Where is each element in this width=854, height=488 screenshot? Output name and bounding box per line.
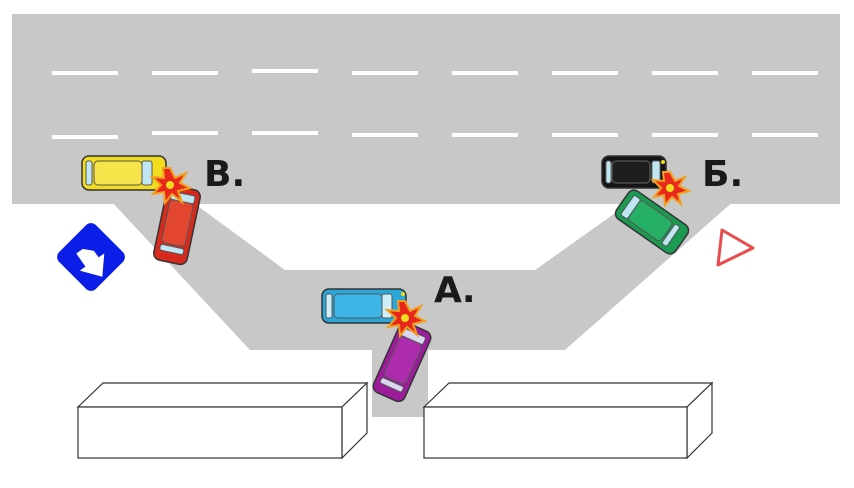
car-purple — [372, 321, 432, 403]
car-green — [614, 189, 690, 255]
crash-icon — [149, 167, 193, 206]
lane-markings — [52, 69, 818, 139]
label-b: Б. — [702, 154, 743, 195]
keep-right-sign-icon — [57, 223, 125, 291]
give-way-triangle-icon — [716, 228, 755, 267]
crash-icon — [650, 171, 692, 208]
car-yellow — [81, 155, 167, 191]
label-a: А. — [434, 270, 476, 311]
label-v: В. — [204, 154, 245, 195]
car-blue — [321, 288, 407, 324]
crash-icon — [384, 300, 428, 339]
inner-island — [195, 204, 628, 270]
car-red — [153, 184, 201, 266]
building-left — [76, 381, 369, 460]
building-right — [422, 381, 714, 460]
